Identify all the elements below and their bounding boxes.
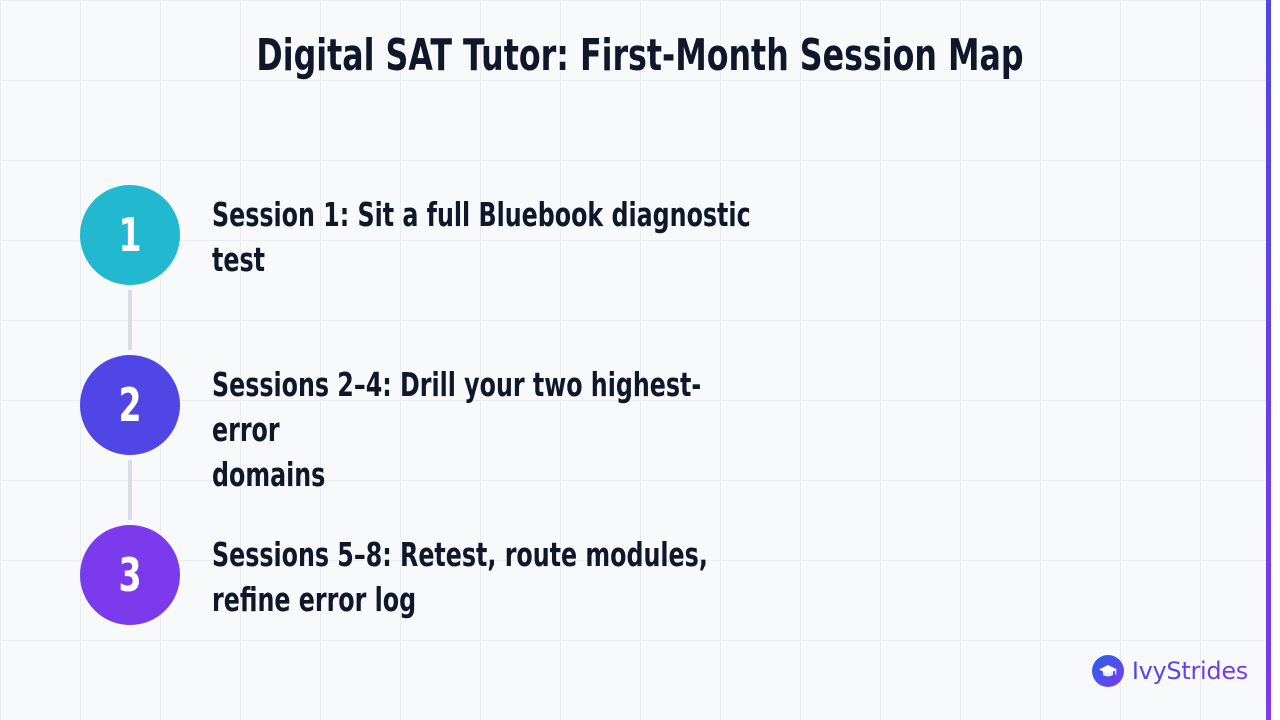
step-3-line-1: Sessions 5–8: Retest, route modules, xyxy=(212,535,708,574)
step-2-line-1: Sessions 2–4: Drill your two highest-err… xyxy=(212,365,702,449)
step-3-number: 3 xyxy=(118,548,142,602)
step-1-badge: 1 xyxy=(80,185,180,285)
graduation-cap-icon xyxy=(1091,655,1124,687)
step-2-badge: 2 xyxy=(80,355,180,455)
step-1-text: Session 1: Sit a full Bluebook diagnosti… xyxy=(212,192,759,282)
brand-logo-lockup: IvyStrides xyxy=(1091,655,1248,687)
step-2-number: 2 xyxy=(118,378,142,432)
step-3-line-2: refine error log xyxy=(212,580,417,619)
page-title: Digital SAT Tutor: First-Month Session M… xyxy=(256,30,1024,81)
step-1-number: 1 xyxy=(118,208,142,262)
step-connector-2-3 xyxy=(128,460,132,520)
brand-name: IvyStrides xyxy=(1131,657,1248,685)
step-1-line-1: Session 1: Sit a full Bluebook diagnosti… xyxy=(212,195,751,234)
step-1-line-2: test xyxy=(212,240,265,279)
step-connector-1-2 xyxy=(128,290,132,350)
step-3-text: Sessions 5–8: Retest, route modules, ref… xyxy=(212,532,759,622)
step-2-line-2: domains xyxy=(212,455,326,494)
step-3-badge: 3 xyxy=(80,525,180,625)
accent-side-bar xyxy=(1266,0,1280,720)
step-2-text: Sessions 2–4: Drill your two highest-err… xyxy=(212,362,759,497)
